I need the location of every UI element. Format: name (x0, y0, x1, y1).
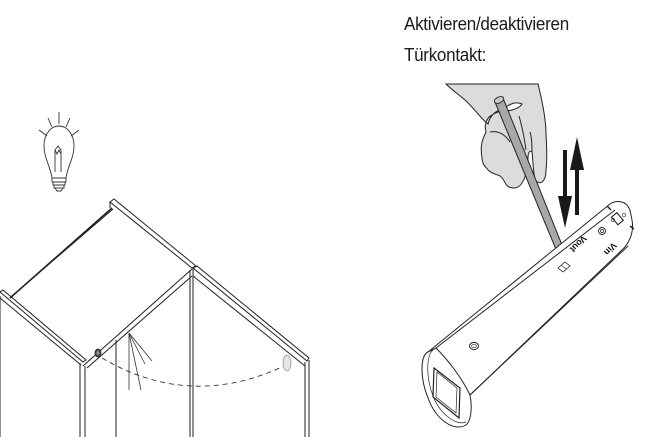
up-down-arrows-icon (558, 137, 584, 228)
light-beam-icon (128, 332, 153, 391)
light-bulb-icon (38, 112, 80, 192)
door-swing-arc-icon (101, 354, 292, 387)
cabinet-icon (0, 198, 310, 437)
driver-module-icon (421, 201, 635, 428)
caption-line-1: Aktivieren/deaktivieren (404, 13, 569, 34)
instruction-caption: Aktivieren/deaktivieren Türkontakt: (404, 8, 569, 70)
door-contact-sensor-icon (94, 348, 102, 358)
caption-line-2: Türkontakt: (404, 44, 487, 65)
